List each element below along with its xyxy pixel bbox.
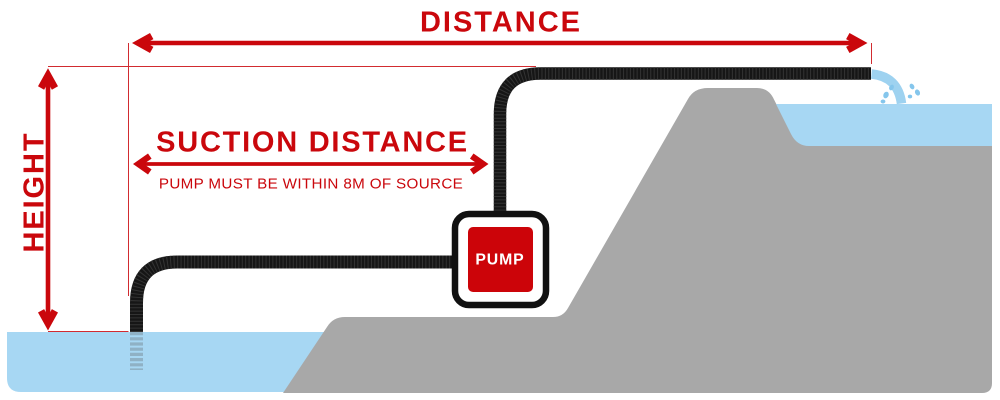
svg-text:PUMP: PUMP — [475, 252, 524, 269]
svg-text:PUMP MUST BE WITHIN 8M OF SOUR: PUMP MUST BE WITHIN 8M OF SOURCE — [159, 175, 463, 192]
svg-text:HEIGHT: HEIGHT — [19, 132, 51, 253]
svg-text:DISTANCE: DISTANCE — [420, 7, 582, 39]
svg-text:SUCTION DISTANCE: SUCTION DISTANCE — [156, 126, 469, 158]
